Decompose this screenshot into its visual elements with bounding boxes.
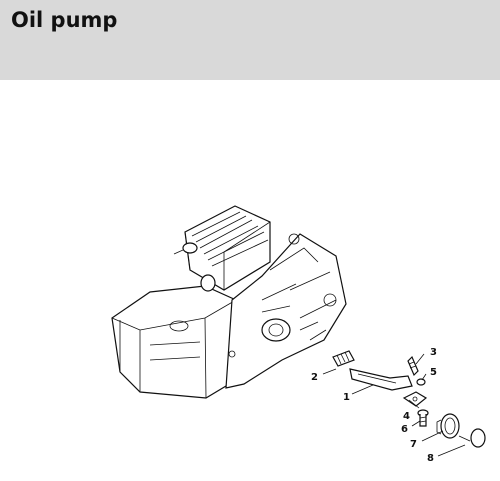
part-7-cap: [436, 413, 460, 439]
callout-8: 8: [427, 453, 434, 464]
page-title: Oil pump: [11, 8, 118, 32]
callout-2: 2: [311, 372, 318, 383]
callout-7: 7: [410, 439, 417, 450]
callout-6: 6: [401, 424, 408, 435]
part-5-washer: [416, 378, 426, 386]
part-8-seal: [470, 428, 486, 448]
part-3-worm: [407, 355, 419, 377]
callout-3: 3: [430, 347, 437, 358]
part-6-screw: [417, 409, 429, 427]
callout-1: 1: [343, 392, 350, 403]
callout-5: 5: [430, 367, 437, 378]
header-bar: Oil pump: [0, 0, 500, 80]
engine-assembly: [111, 205, 347, 399]
callout-leaders: [322, 353, 466, 457]
part-4-cover: [402, 391, 428, 407]
callout-numbers: 1 2 3 4 5 6 7 8: [311, 347, 437, 464]
oil-pump-parts: [332, 350, 486, 448]
callout-4: 4: [403, 411, 410, 422]
